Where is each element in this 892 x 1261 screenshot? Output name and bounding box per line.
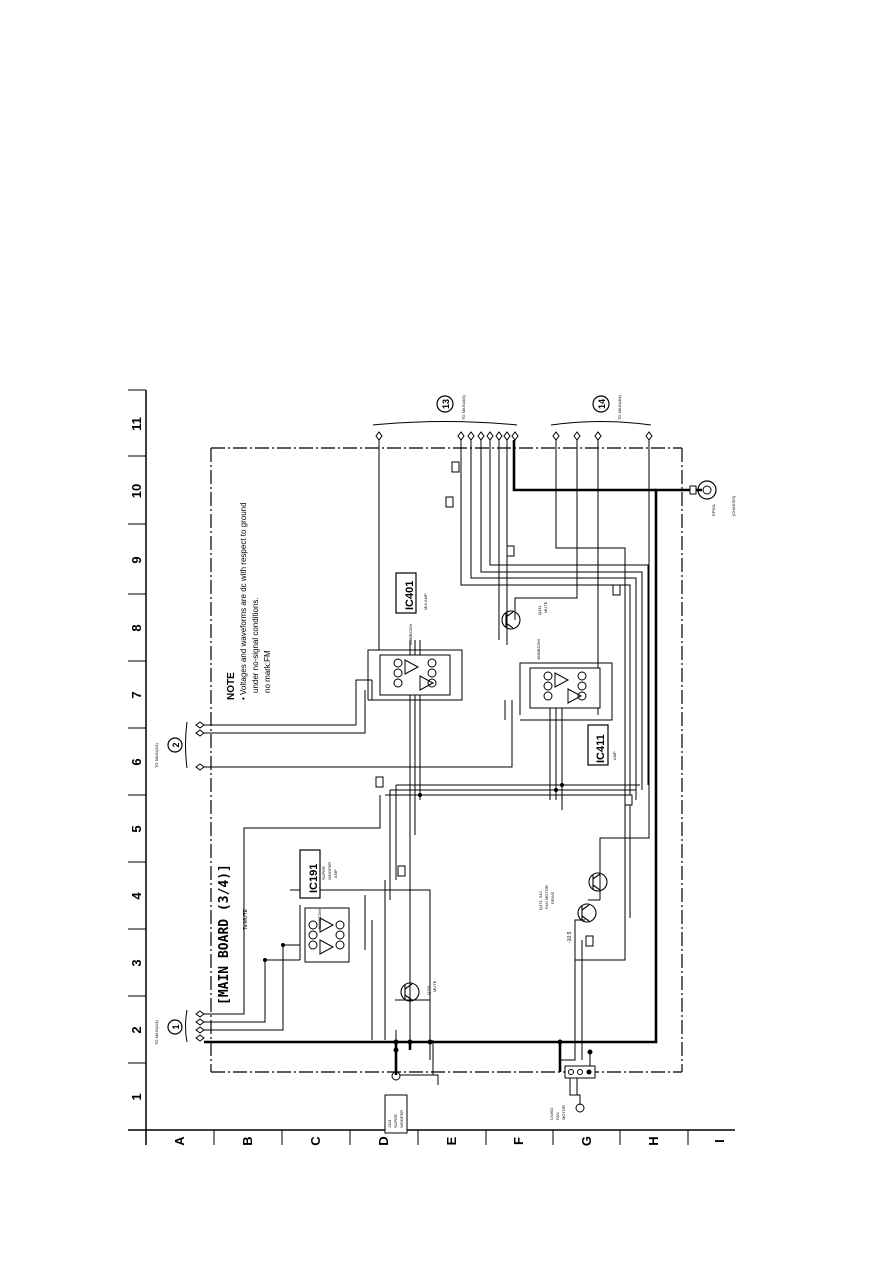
ic191: IC191 SUPER WOOFER AMP 4580BCDM: [299, 849, 350, 963]
ic401-part: 4580BCDM: [408, 624, 413, 645]
col-label-8: 8: [129, 624, 144, 631]
note-line-3: no mark:FM: [263, 650, 272, 693]
connector-2-ref: TO MAIN(1/4): [154, 743, 159, 768]
row-ticks: [145, 1130, 689, 1145]
transistor-q471: [577, 872, 608, 923]
ic191-part: 4580BCDM: [317, 909, 322, 930]
note-line-1: • Voltages and waveforms are dc with res…: [239, 502, 248, 700]
ic411: IC411 AMP 4580BCDM: [529, 639, 617, 766]
board-title: [MAIN BOARD (3/4)]: [217, 864, 232, 1005]
connector-14-num: 14: [597, 399, 607, 409]
q411-label: Q411: [537, 605, 542, 615]
ic411-desc: AMP: [612, 751, 617, 760]
cn901-desc-1: FAN: [555, 1112, 560, 1120]
col-label-7: 7: [129, 691, 144, 698]
col-label-6: 6: [129, 758, 144, 765]
col-label-5: 5: [129, 825, 144, 832]
board-boundary: [210, 447, 683, 1073]
row-label-F: F: [511, 1137, 526, 1145]
j101-label: J101: [387, 1119, 392, 1128]
transistor-q191: [400, 982, 420, 1002]
row-label-E: E: [444, 1136, 459, 1145]
q471-label: Q471, 942: [538, 891, 543, 910]
tune-label: Ta-MUTE: [243, 908, 249, 930]
ic191-desc-1: SUPER: [321, 866, 326, 880]
ic401-desc: MIX AMP: [423, 593, 428, 610]
cn901-connector: CN901 FAN MOTOR: [549, 1065, 596, 1120]
connector-2: 2 TO MAIN(1/4): [154, 721, 205, 771]
row-label-B: B: [240, 1136, 255, 1145]
ic411-label: IC411: [595, 734, 607, 763]
col-label-4: 4: [129, 892, 144, 900]
junctions: [263, 783, 593, 1055]
column-ticks: [128, 389, 146, 1064]
col-label-1: 1: [129, 1093, 144, 1100]
ic191-desc-3: AMP: [333, 869, 338, 878]
wiring-thick: [204, 440, 702, 1075]
connector-1-ref: TO MAIN(1/4): [154, 1020, 159, 1045]
q191-label: Q191: [426, 984, 431, 995]
cn901-label: CN901: [549, 1107, 554, 1120]
j101-jack: J101 SUPER WOOFER: [384, 1071, 408, 1134]
note-heading: NOTE: [226, 672, 237, 700]
ic401: IC401 MIX AMP 4580BCDM: [379, 572, 451, 696]
q191-note: MUTE: [432, 980, 437, 992]
column-labels: 1 2 3 4 5 6 7 8 9 10 11: [129, 417, 144, 1100]
q471-desc-1: FAN MOTOR: [544, 885, 549, 909]
wiring-thin: [204, 440, 650, 1105]
connector-13-ref: TO MAIN(4/4): [461, 395, 466, 420]
ep901-chassis: EP901 (CHASSIS): [689, 480, 736, 516]
grid-frame: [128, 390, 735, 1145]
row-label-D: D: [376, 1136, 391, 1145]
connector-2-num: 2: [171, 742, 181, 747]
q411-note: MUTE: [543, 601, 548, 613]
connector-1-num: 1: [171, 1024, 181, 1029]
ic401-label: IC401: [404, 581, 416, 610]
ic191-label: IC191: [308, 864, 320, 893]
row-label-G: G: [579, 1136, 594, 1146]
row-label-I: I: [712, 1139, 727, 1143]
col-label-10: 10: [129, 484, 144, 498]
col-label-2: 2: [129, 1026, 144, 1033]
connector-13: 13 TO MAIN(4/4): [372, 395, 519, 441]
ic411-part: 4580BCDM: [536, 639, 541, 660]
connector-14-ref: TO MAIN(4/4): [617, 395, 622, 420]
note-line-2: under no-signal conditions.: [251, 597, 260, 693]
test-points: [375, 461, 633, 947]
row-label-H: H: [646, 1136, 661, 1145]
col-label-3: 3: [129, 959, 144, 966]
col-label-11: 11: [129, 417, 144, 431]
transistor-q411: [501, 610, 521, 630]
note-block: NOTE • Voltages and waveforms are dc wit…: [226, 502, 272, 700]
ep901-label: EP901: [711, 503, 716, 516]
row-label-A: A: [172, 1136, 187, 1146]
connector-14: 14 TO MAIN(4/4): [550, 395, 653, 441]
cn901-desc-2: MOTOR: [561, 1105, 566, 1120]
ep901-desc: (CHASSIS): [731, 495, 736, 516]
row-labels: A B C D E F G H I: [172, 1136, 727, 1146]
connector-1: 1 TO MAIN(1/4): [154, 1009, 205, 1045]
q471-desc-2: DRIVE: [550, 891, 555, 904]
ic191-desc-2: WOOFER: [327, 862, 332, 880]
col-label-9: 9: [129, 556, 144, 563]
row-label-C: C: [308, 1136, 323, 1146]
connector-13-num: 13: [441, 399, 451, 409]
fan-voltage: -10.5: [567, 931, 573, 943]
j101-desc-1: SUPER: [393, 1114, 398, 1128]
j101-desc-2: WOOFER: [399, 1110, 404, 1128]
